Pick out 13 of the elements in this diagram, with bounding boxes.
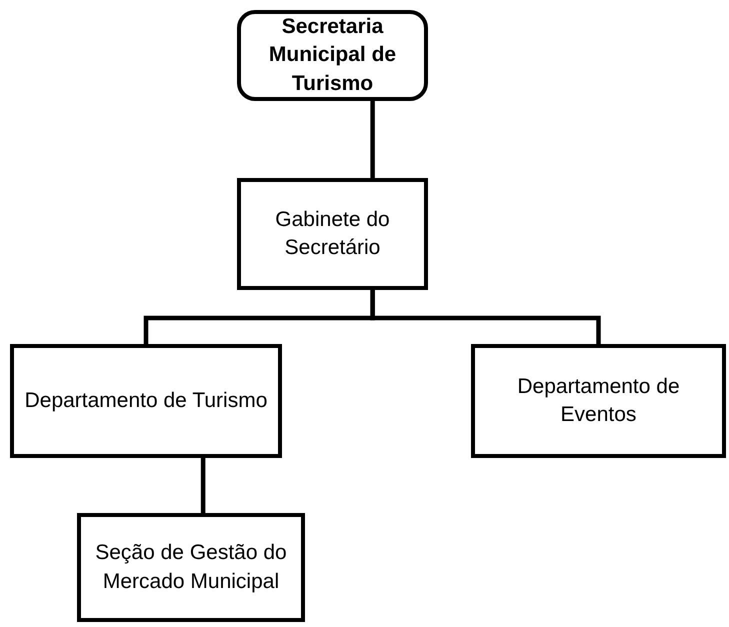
org-box <box>237 178 428 290</box>
org-box <box>77 513 305 622</box>
rounded-box <box>237 10 428 101</box>
box-label: Secretaria Municipal de Turismo <box>268 14 398 97</box>
org-box <box>10 344 282 458</box>
connector-line <box>370 101 375 178</box>
box-label: Gabinete do Secretário <box>274 206 391 261</box>
org-box <box>471 344 726 458</box>
box-label: Seção de Gestão do Mercado Municipal <box>94 540 288 594</box>
box-label: Departamento de Eventos <box>516 374 681 428</box>
box-label: Departamento de Turismo <box>24 388 268 414</box>
connector-line <box>370 290 601 344</box>
connector-line <box>200 458 206 513</box>
